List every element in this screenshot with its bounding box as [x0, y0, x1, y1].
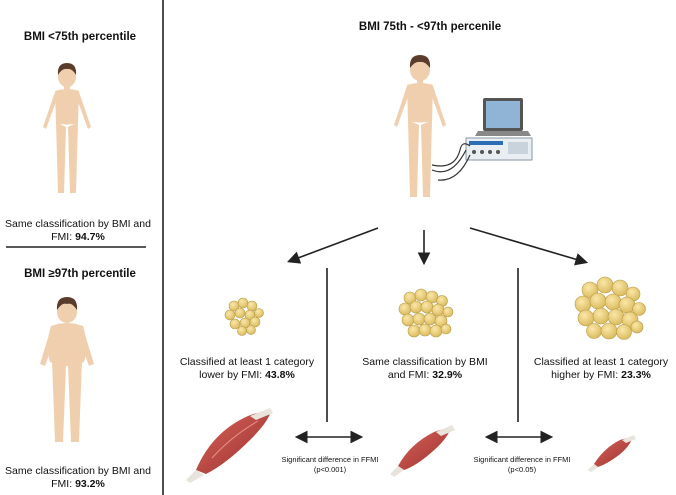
caption-bmi-97-plus: Same classification by BMI and FMI: 93.2…	[0, 465, 156, 491]
arrow-right	[469, 227, 589, 266]
title-bmi-75-97: BMI 75th - <97th percenile	[358, 21, 502, 33]
ffmi-difference-p: (p<0.05)	[507, 465, 537, 474]
ffmi-difference-2: Significant difference in FFMI (p<0.05)	[460, 455, 584, 475]
title-bmi-97-plus: BMI ≥97th percentile	[24, 268, 136, 280]
caption-bmi-under-75: Same classification by BMI and FMI: 94.7…	[0, 218, 156, 244]
caption-text: Classified at least 1 category higher by…	[533, 356, 669, 381]
caption-value: 32.9%	[432, 369, 463, 381]
ffmi-difference-1: Significant difference in FFMI (p<0.001)	[268, 455, 392, 475]
child-figure-slim	[43, 63, 91, 193]
muscle-small	[588, 435, 636, 472]
fat-cells-medium	[398, 288, 454, 338]
caption-same-by-fmi: Same classification by BMI and FMI: 32.9…	[355, 356, 495, 382]
caption-text: Same classification by BMI and FMI:	[5, 465, 151, 490]
muscle-large	[186, 408, 273, 483]
caption-text: Classified at least 1 category lower by …	[179, 356, 315, 381]
ffmi-difference-label: Significant difference in FFMI	[281, 455, 379, 464]
caption-value: 23.3%	[621, 369, 651, 381]
child-figure-measured	[394, 55, 446, 197]
title-bmi-under-75: BMI <75th percentile	[23, 31, 137, 43]
ffmi-difference-p: (p<0.001)	[313, 465, 347, 474]
bia-device-illustration	[431, 98, 533, 181]
caption-value: 43.8%	[265, 369, 295, 381]
caption-text: Same classification by BMI and FMI:	[5, 218, 151, 243]
caption-higher-by-fmi: Classified at least 1 category higher by…	[528, 356, 674, 382]
caption-text: Same classification by BMI and FMI:	[362, 356, 488, 381]
caption-value: 93.2%	[75, 478, 105, 490]
muscle-medium	[390, 425, 455, 477]
arrow-left	[287, 227, 379, 264]
fat-cells-large	[574, 276, 646, 340]
ffmi-difference-label: Significant difference in FFMI	[473, 455, 571, 464]
caption-value: 94.7%	[75, 231, 105, 243]
caption-lower-by-fmi: Classified at least 1 category lower by …	[172, 356, 322, 382]
child-figure-heavy	[40, 297, 94, 442]
fat-cells-small	[224, 297, 264, 336]
